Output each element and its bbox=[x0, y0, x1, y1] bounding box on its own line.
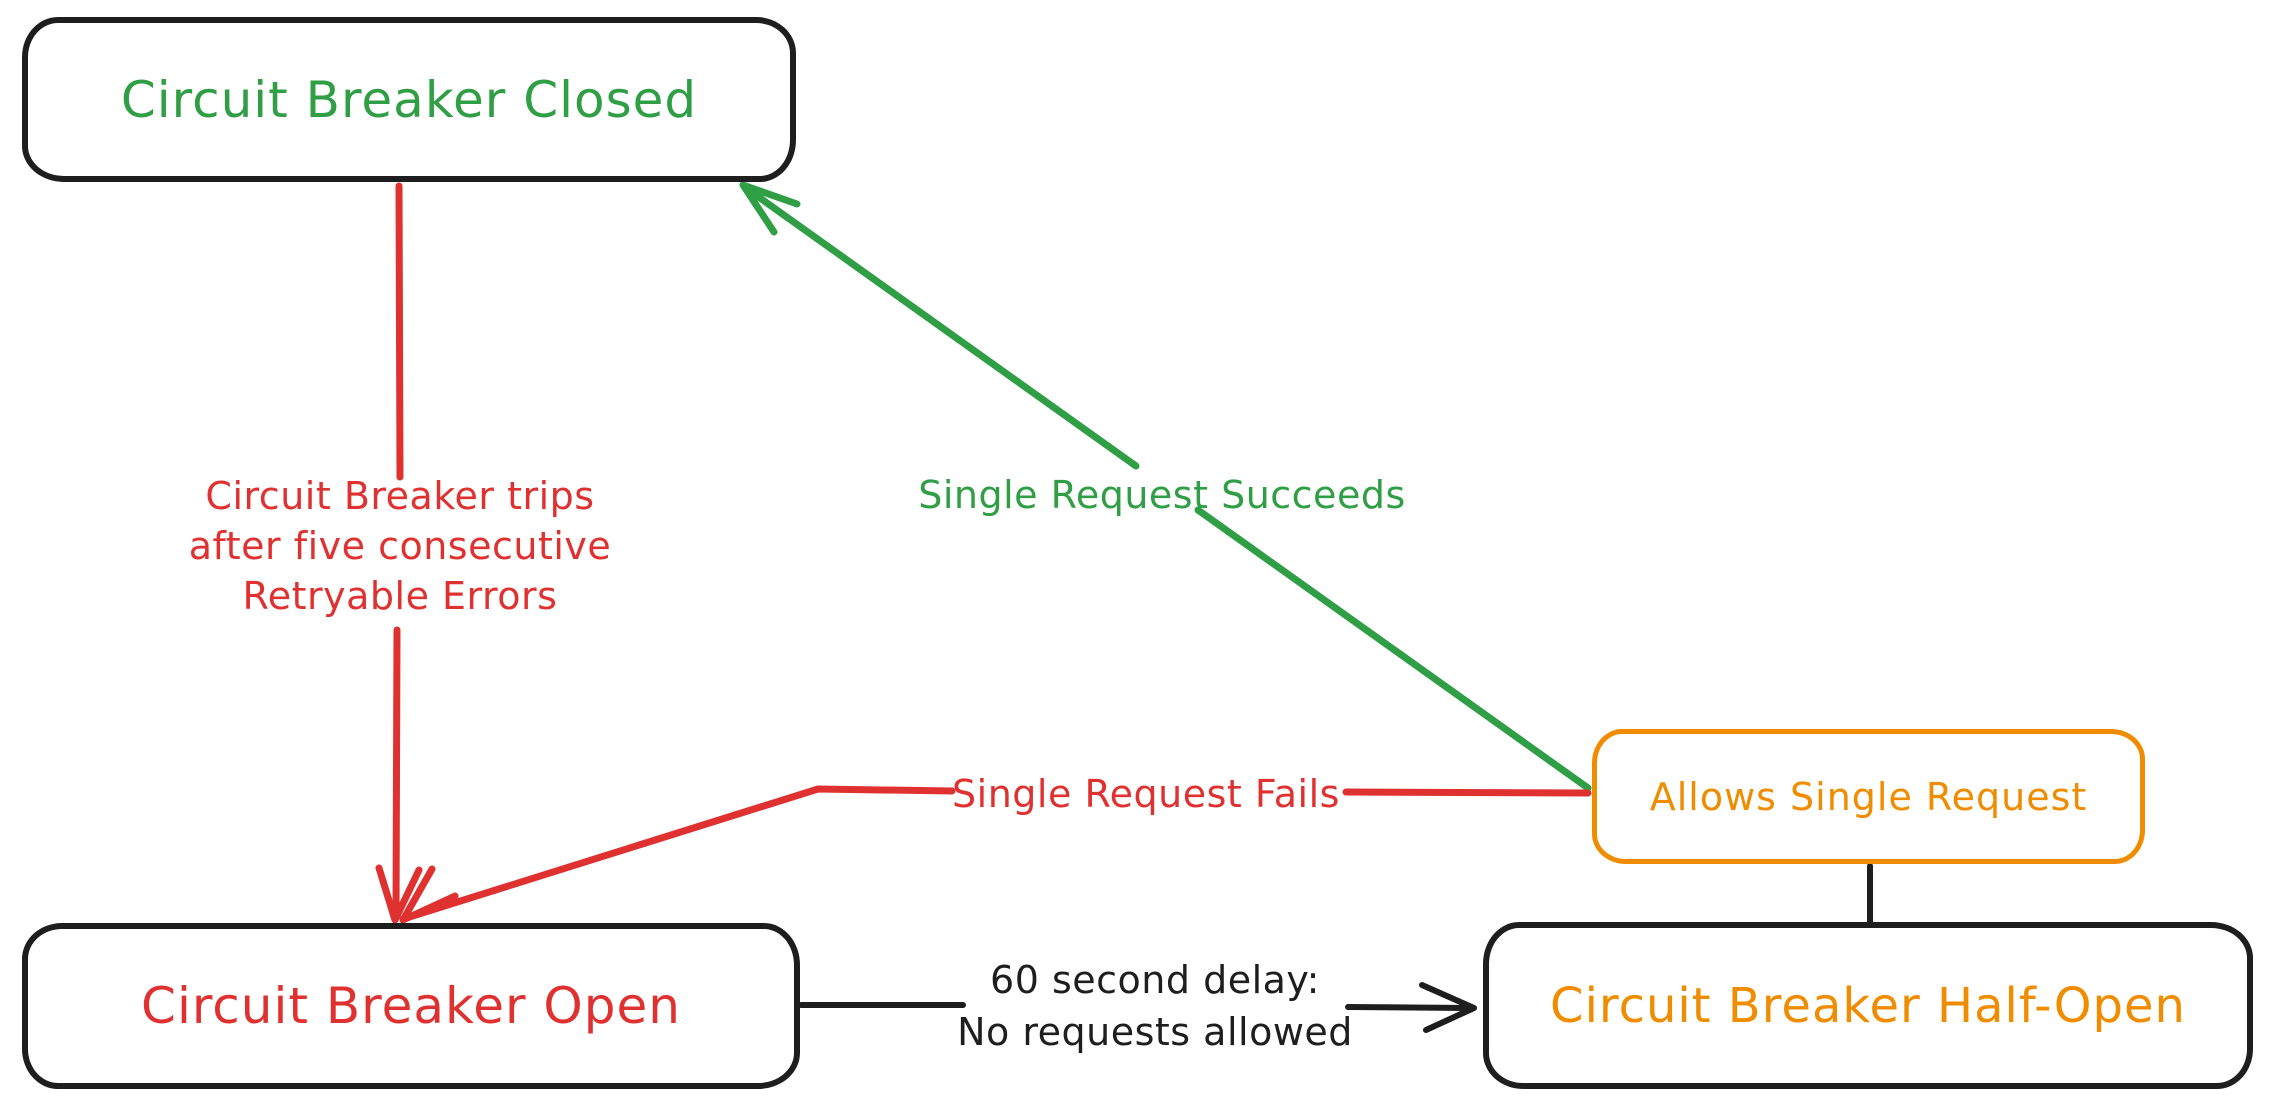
edge-trip-arrowhead bbox=[375, 864, 423, 924]
edge-delay-label-line-2: No requests allowed bbox=[957, 1010, 1353, 1054]
node-circuit-breaker-half-open: Circuit Breaker Half-Open bbox=[1483, 922, 2253, 1089]
node-circuit-breaker-open: Circuit Breaker Open bbox=[22, 923, 800, 1089]
edge-trip-label: Circuit Breaker trips after five consecu… bbox=[130, 471, 670, 621]
edge-succeeds-line-upper bbox=[742, 184, 1140, 470]
edge-delay-line-right bbox=[1345, 1004, 1471, 1011]
edge-fails-line-left bbox=[399, 785, 956, 923]
edge-succeeds-label-line: Single Request Succeeds bbox=[918, 473, 1406, 517]
edge-trip-label-line-1: Circuit Breaker trips bbox=[205, 474, 595, 518]
edge-delay-label: 60 second delay: No requests allowed bbox=[955, 954, 1355, 1058]
edge-fails-label-line: Single Request Fails bbox=[952, 772, 1340, 816]
node-circuit-breaker-half-open-label: Circuit Breaker Half-Open bbox=[1550, 977, 2186, 1034]
node-circuit-breaker-closed: Circuit Breaker Closed bbox=[22, 17, 796, 182]
edge-fails-label: Single Request Fails bbox=[946, 769, 1346, 819]
edge-fails-line-right bbox=[1342, 788, 1592, 797]
edge-trip-label-line-3: Retryable Errors bbox=[242, 574, 558, 618]
edge-delay-label-line-1: 60 second delay: bbox=[990, 958, 1320, 1002]
edge-trip-line-upper bbox=[395, 182, 404, 481]
edge-fails-arrowhead bbox=[399, 865, 459, 924]
edge-trip-label-line-2: after five consecutive bbox=[188, 524, 612, 568]
edge-delay-arrowhead bbox=[1419, 982, 1477, 1033]
node-circuit-breaker-closed-label: Circuit Breaker Closed bbox=[120, 70, 698, 129]
edge-succeeds-line-lower bbox=[1194, 506, 1592, 792]
node-circuit-breaker-open-label: Circuit Breaker Open bbox=[141, 977, 681, 1035]
edge-succeeds-label: Single Request Succeeds bbox=[912, 470, 1412, 520]
node-allows-single-request: Allows Single Request bbox=[1592, 729, 2145, 864]
edge-succeeds-arrowhead bbox=[739, 181, 801, 236]
node-allows-single-request-label: Allows Single Request bbox=[1649, 774, 2088, 819]
edge-trip-line-lower bbox=[392, 626, 401, 920]
